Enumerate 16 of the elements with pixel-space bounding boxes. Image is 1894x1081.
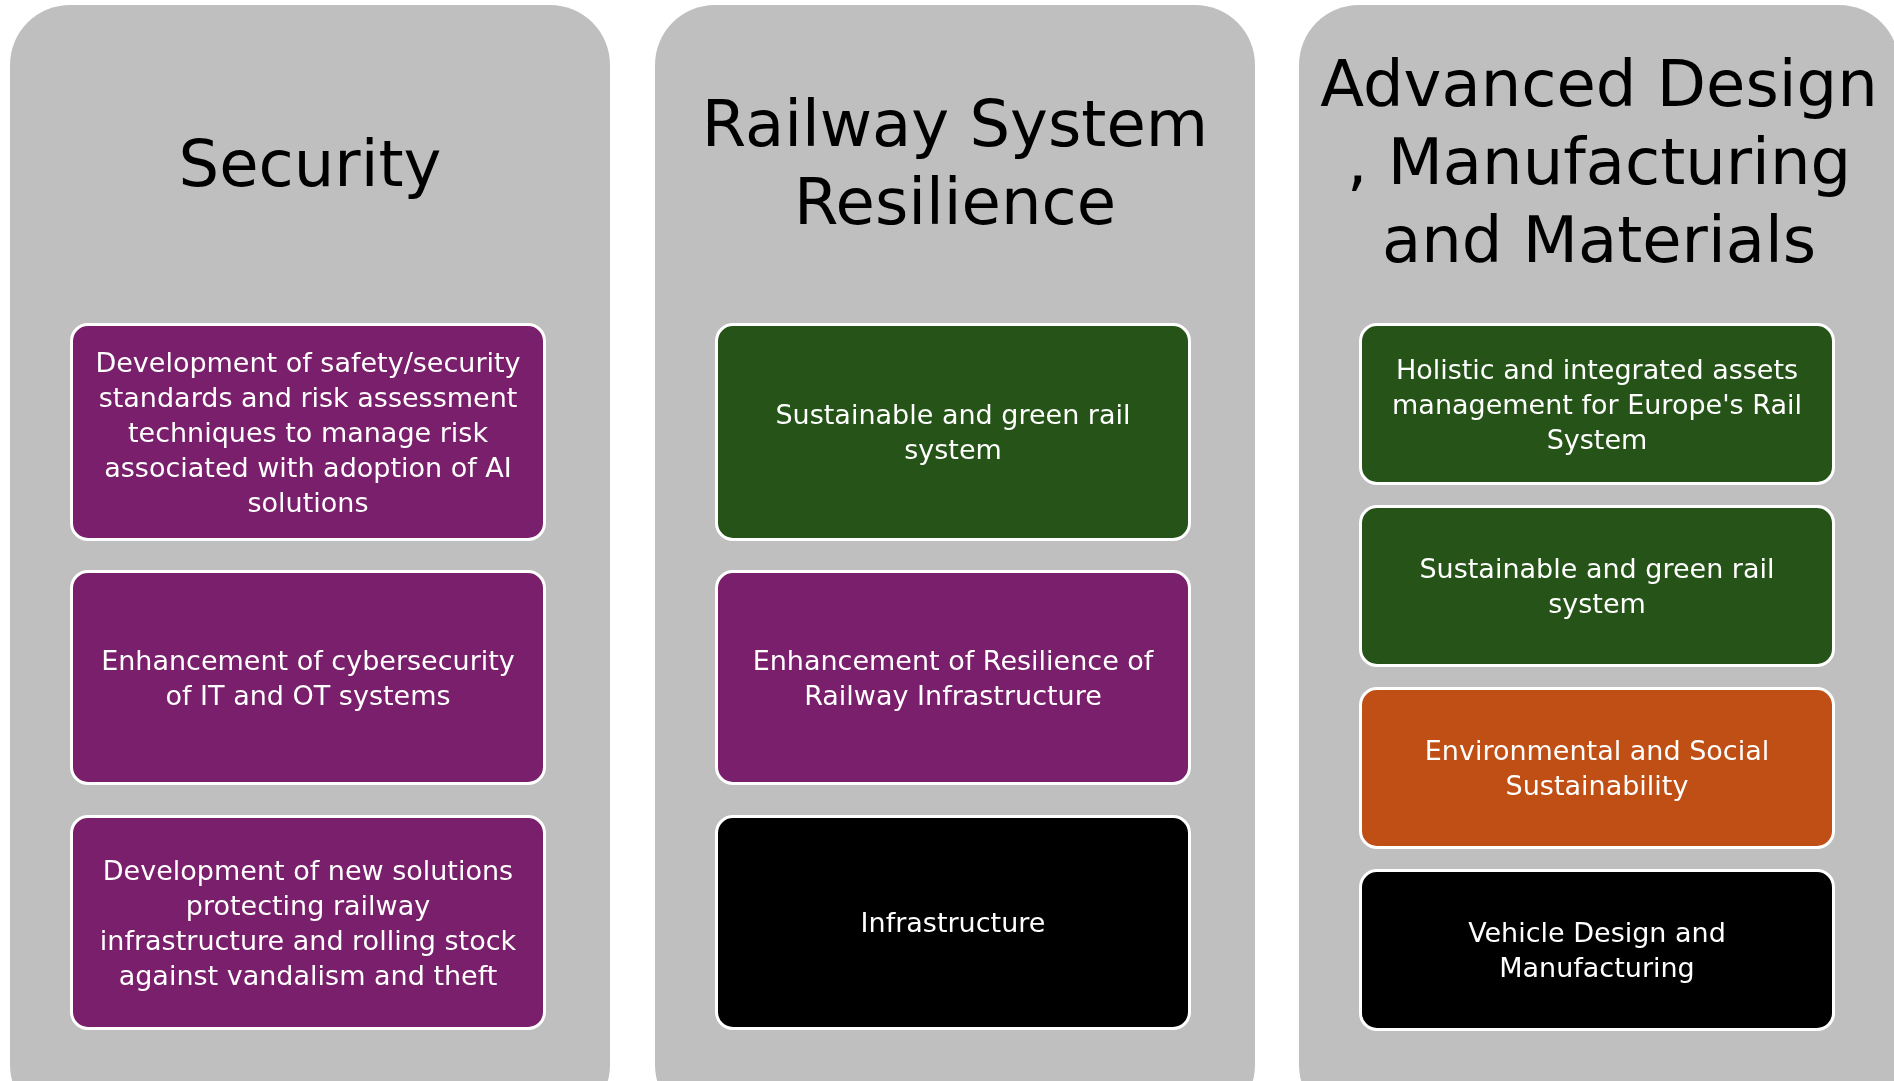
- topic-card: Development of safety/security standards and risk assessment techniques to manage risk associated with adoption of AI solutions: [70, 323, 546, 541]
- topic-card: Vehicle Design and Manufacturing: [1359, 869, 1835, 1031]
- topic-card: Holistic and integrated assets management for Europe's Rail System: [1359, 323, 1835, 485]
- topic-card: Environmental and Social Sustainability: [1359, 687, 1835, 849]
- topic-card: Sustainable and green rail system: [715, 323, 1191, 541]
- topic-card: Development of new solutions protecting railway infrastructure and rolling stock against vandalism and theft: [70, 815, 546, 1030]
- topic-card: Enhancement of cybersecurity of IT and OT systems: [70, 570, 546, 785]
- topic-card: Sustainable and green rail system: [1359, 505, 1835, 667]
- column-panel: [1299, 5, 1894, 1081]
- column-panel: [655, 5, 1255, 1081]
- column-title: Security: [177, 126, 443, 203]
- column-panel: [10, 5, 610, 1081]
- topic-card: Enhancement of Resilience of Railway Infrastructure: [715, 570, 1191, 785]
- column-title: Advanced Design , Manufacturing and Materials: [1319, 46, 1879, 279]
- column-title: Railway System Resilience: [700, 86, 1210, 241]
- topic-card: Infrastructure: [715, 815, 1191, 1030]
